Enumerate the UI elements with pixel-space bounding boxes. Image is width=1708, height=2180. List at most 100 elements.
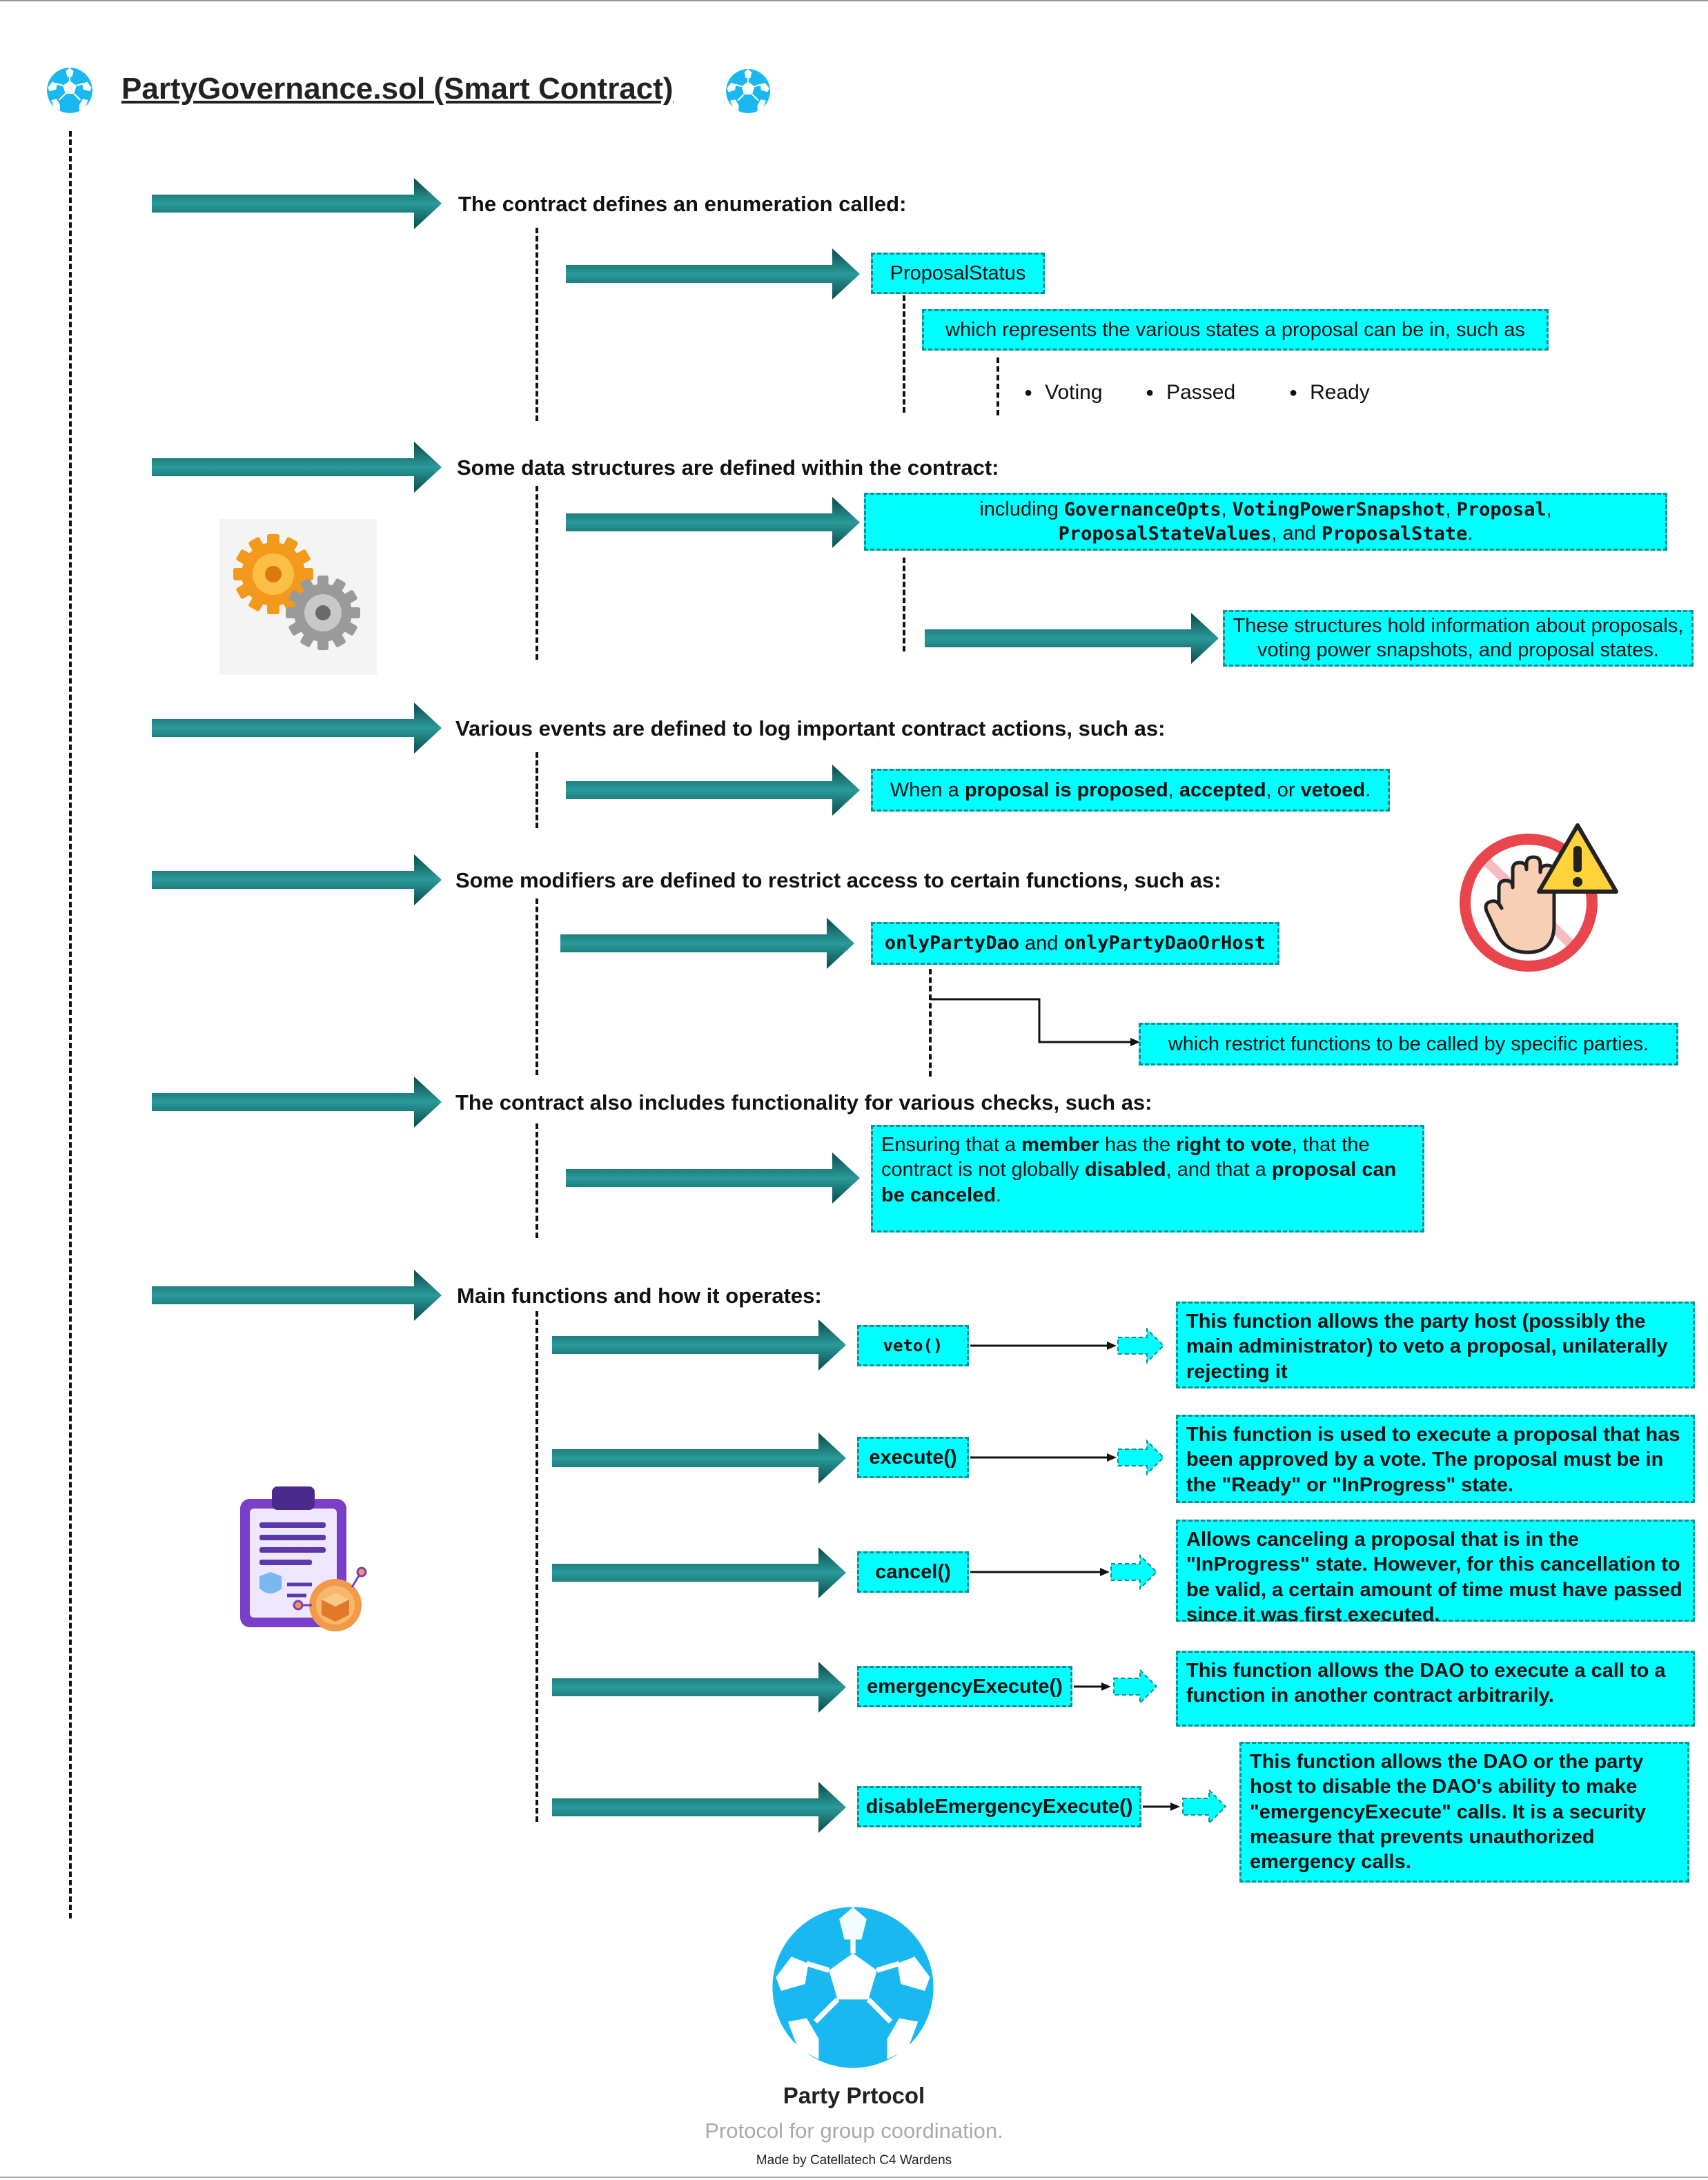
struct-governanceopts: GovernanceOpts — [1063, 499, 1221, 521]
text: including — [979, 498, 1059, 521]
arrow-connector — [552, 1547, 846, 1598]
function-link-arrow — [970, 1553, 1158, 1591]
section-heading-enum: The contract defines an enumeration call… — [458, 192, 907, 216]
text: voting power snapshots, and proposal sta… — [1257, 639, 1659, 661]
arrow-connector — [566, 248, 860, 299]
branch-line — [536, 752, 538, 828]
enum-name: ProposalStatus — [890, 262, 1026, 284]
check-member: member — [1021, 1134, 1099, 1156]
footer-tagline: Protocol for group coordination. — [705, 2119, 1003, 2143]
page-title: PartyGovernance.sol (Smart Contract) — [121, 72, 674, 106]
branch-line — [536, 486, 538, 660]
branch-line — [536, 898, 538, 1075]
branch-line — [903, 558, 905, 651]
branch-line — [536, 228, 538, 421]
check-disabled: disabled — [1085, 1159, 1166, 1181]
text: When a — [890, 778, 959, 801]
stop-hand-warning-icon — [1460, 823, 1618, 972]
text: . — [996, 1184, 1002, 1206]
check-proposal-cancel: proposal can be canceled — [881, 1159, 1397, 1206]
function-name: cancel() — [875, 1560, 951, 1583]
function-name: execute() — [869, 1446, 957, 1469]
branch-line — [536, 1311, 538, 1822]
enum-description: which represents the various states a pr… — [945, 318, 1525, 341]
text: , or — [1266, 778, 1295, 801]
function-veto-box: veto() — [857, 1325, 969, 1366]
arrow-connector — [925, 613, 1219, 664]
branch-line — [929, 969, 932, 1077]
main-spine-line — [69, 131, 72, 1918]
text: , that the contract is not globally — [881, 1134, 1370, 1181]
function-cancel-box: cancel() — [857, 1551, 969, 1593]
state-voting: Voting — [1024, 381, 1102, 404]
struct-votingpowersnapshot: VotingPowerSnapshot — [1232, 499, 1446, 521]
modifiers-description-box: which restrict functions to be called by… — [1139, 1023, 1678, 1066]
enum-description-box: which represents the various states a pr… — [922, 309, 1549, 351]
arrow-connector — [152, 178, 442, 229]
arrow-connector — [152, 1270, 442, 1321]
struct-proposalstatevalues: ProposalStateValues — [1058, 523, 1272, 544]
section-heading-functions: Main functions and how it operates: — [457, 1284, 822, 1308]
function-link-arrow — [970, 1327, 1165, 1364]
function-name: emergencyExecute() — [867, 1675, 1063, 1698]
arrow-connector — [152, 703, 442, 754]
arrow-connector — [152, 854, 442, 905]
modifier-onlypartydaoorhost: onlyPartyDaoOrHost — [1063, 932, 1266, 954]
function-name: veto() — [883, 1336, 943, 1355]
arrow-connector — [552, 1782, 846, 1833]
function-emergencyexecute-description: This function allows the DAO to execute … — [1176, 1651, 1695, 1727]
event-proposed: proposal is proposed — [964, 778, 1168, 801]
structures-list-box: including GovernanceOpts, VotingPowerSna… — [864, 493, 1667, 551]
top-border — [0, 0, 1708, 1]
function-emergencyexecute-box: emergencyExecute() — [857, 1666, 1072, 1707]
arrow-connector — [560, 918, 854, 969]
function-execute-box: execute() — [857, 1437, 969, 1478]
gears-icon — [219, 519, 377, 675]
function-disableemergencyexecute-box: disableEmergencyExecute() — [857, 1786, 1141, 1827]
text: These structures hold information about … — [1233, 615, 1684, 638]
struct-proposal: Proposal — [1456, 499, 1547, 521]
function-link-arrow — [1143, 1788, 1227, 1825]
section-heading-checks: The contract also includes functionality… — [455, 1090, 1152, 1114]
modifier-onlypartydao: onlyPartyDao — [884, 932, 1019, 954]
checks-box: Ensuring that a member has the right to … — [871, 1125, 1424, 1233]
branch-line — [997, 357, 999, 415]
function-execute-description: This function is used to execute a propo… — [1176, 1415, 1695, 1503]
state-ready: Ready — [1289, 381, 1370, 404]
text: and — [1025, 932, 1059, 954]
section-heading-structures: Some data structures are defined within … — [457, 455, 999, 480]
function-cancel-description: Allows canceling a proposal that is in t… — [1176, 1520, 1695, 1626]
section-heading-events: Various events are defined to log import… — [455, 716, 1166, 740]
struct-proposalstate: ProposalState — [1322, 523, 1468, 544]
function-disableemergencyexecute-description: This function allows the DAO or the part… — [1239, 1742, 1689, 1883]
text: , and that a — [1166, 1159, 1266, 1181]
branch-line — [903, 295, 905, 413]
bottom-border — [0, 2177, 1708, 2178]
arrow-connector — [552, 1319, 846, 1371]
event-accepted: accepted — [1179, 778, 1266, 801]
text: Ensuring that a — [881, 1134, 1017, 1156]
structures-info-box: These structures hold information about … — [1223, 610, 1694, 667]
state-passed: Passed — [1146, 381, 1235, 404]
arrow-connector — [552, 1433, 846, 1484]
branch-line — [536, 1123, 538, 1238]
modifiers-box: onlyPartyDao and onlyPartyDaoOrHost — [871, 922, 1279, 965]
function-name: disableEmergencyExecute() — [865, 1795, 1133, 1818]
function-veto-description: This function allows the party host (pos… — [1176, 1302, 1695, 1388]
event-vetoed: vetoed — [1300, 778, 1366, 801]
enum-name-box: ProposalStatus — [871, 253, 1045, 294]
footer-name: Party Prtocol — [783, 2083, 925, 2108]
soccer-ball-icon — [767, 1902, 939, 2073]
text: which restrict functions to be called by… — [1168, 1032, 1649, 1055]
footer-credit: Made by Catellatech C4 Wardens — [756, 2153, 952, 2168]
function-link-arrow — [1074, 1668, 1158, 1705]
arrow-connector — [552, 1662, 846, 1713]
arrow-connector — [566, 1152, 860, 1204]
text: has the — [1105, 1134, 1171, 1156]
arrow-connector — [152, 442, 442, 493]
clipboard-contract-icon — [240, 1486, 367, 1631]
check-right-to-vote: right to vote — [1176, 1134, 1292, 1156]
arrow-connector — [566, 765, 860, 816]
arrow-connector — [566, 497, 860, 548]
soccer-ball-icon — [46, 67, 93, 114]
